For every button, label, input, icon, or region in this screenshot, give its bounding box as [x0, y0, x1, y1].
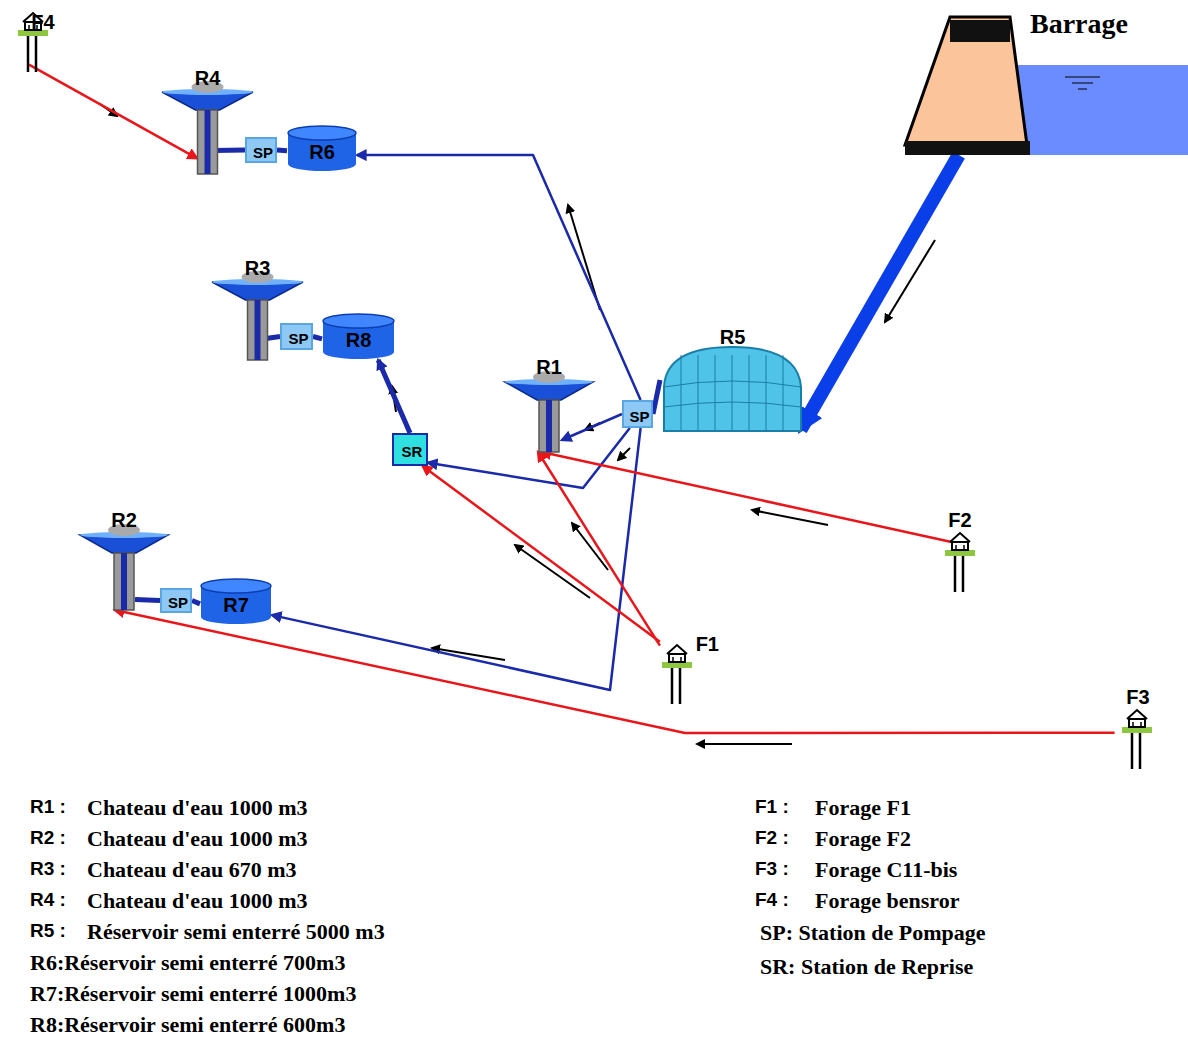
- node-label: R2: [111, 510, 137, 530]
- legend-text: Chateau d'eau 1000 m3: [87, 890, 308, 912]
- legend-text: F3 :: [755, 859, 789, 878]
- borehole-pipe: [29, 65, 197, 159]
- water-pipe: [562, 414, 622, 440]
- water-pipe: [378, 360, 410, 433]
- pumping-station: SP: [160, 588, 192, 613]
- borehole-pipe: [542, 452, 956, 543]
- pumping-station: SP: [245, 137, 277, 163]
- legend-text: Forage F2: [815, 828, 911, 850]
- legend-text: Forage bensror: [815, 890, 959, 912]
- legend-text: Chateau d'eau 1000 m3: [87, 828, 308, 850]
- ground-tank: R7: [200, 578, 272, 625]
- node-label: SP: [168, 595, 188, 610]
- booster-station: SR: [392, 433, 428, 466]
- semi-buried-tank: R5: [660, 325, 805, 435]
- node-label: F4: [31, 12, 54, 32]
- water-tower: R2: [78, 505, 170, 610]
- water-pipe: [277, 148, 287, 154]
- legend-text: Chateau d'eau 670 m3: [87, 859, 297, 881]
- node-label: R7: [223, 595, 249, 615]
- legend-text: R2 :: [30, 828, 66, 847]
- legend-text: F4 :: [755, 890, 789, 909]
- water-tower: R4: [160, 62, 255, 174]
- water-pipe: [272, 428, 641, 690]
- water-pipe: [313, 337, 322, 339]
- node-label: F3: [1126, 687, 1149, 707]
- node-label: R4: [195, 68, 221, 88]
- water-pipe: [192, 601, 200, 604]
- borehole: F2: [935, 508, 985, 600]
- legend-text: R4 :: [30, 890, 66, 909]
- borehole: F4: [8, 10, 78, 80]
- borehole-pipe: [115, 610, 1115, 733]
- ground-tank: R6: [287, 125, 357, 172]
- water-pipe: [135, 600, 160, 601]
- node-label: R1: [536, 357, 562, 377]
- node-label: F2: [948, 510, 971, 530]
- pumping-station: SP: [622, 400, 653, 428]
- legend-text: R8:Réservoir semi enterré 600m3: [30, 1014, 345, 1036]
- ground-tank: R8: [322, 313, 395, 360]
- borehole: F1: [658, 630, 720, 708]
- legend-text: F2 :: [755, 828, 789, 847]
- node-label: R8: [346, 330, 372, 350]
- legend-text: Forage C11-bis: [815, 859, 957, 881]
- node-label: SR: [402, 444, 423, 459]
- legend-text: Réservoir semi enterré 5000 m3: [87, 921, 385, 943]
- water-pipe: [801, 155, 959, 430]
- water-pipe: [357, 155, 641, 400]
- node-label: SP: [253, 145, 273, 160]
- dam: Barrage: [905, 5, 1188, 155]
- legend-text: Chateau d'eau 1000 m3: [87, 797, 308, 819]
- legend-text: R5 :: [30, 921, 66, 940]
- water-pipe: [428, 428, 630, 488]
- node-label: R5: [720, 327, 746, 347]
- node-label: Barrage: [1030, 10, 1128, 38]
- legend-text: F1 :: [755, 797, 789, 816]
- borehole-pipe: [423, 466, 660, 642]
- water-pipe: [653, 380, 660, 414]
- borehole: F3: [1112, 685, 1164, 777]
- legend-text: R6:Réservoir semi enterré 700m3: [30, 952, 345, 974]
- water-tower: R1: [503, 352, 595, 452]
- node-label: SP: [288, 331, 308, 346]
- node-label: F1: [696, 634, 719, 654]
- borehole-pipe: [538, 452, 660, 646]
- node-label: R3: [245, 258, 271, 278]
- legend-text: SR: Station de Reprise: [760, 956, 973, 978]
- legend-text: R7:Réservoir semi enterré 1000m3: [30, 983, 356, 1005]
- legend-text: Forage F1: [815, 797, 911, 819]
- legend-text: SP: Station de Pompage: [760, 922, 986, 944]
- legend-text: R1 :: [30, 797, 66, 816]
- pumping-station: SP: [280, 323, 313, 350]
- node-label: SP: [629, 409, 649, 424]
- node-label: R6: [309, 142, 335, 162]
- legend-text: R3 :: [30, 859, 66, 878]
